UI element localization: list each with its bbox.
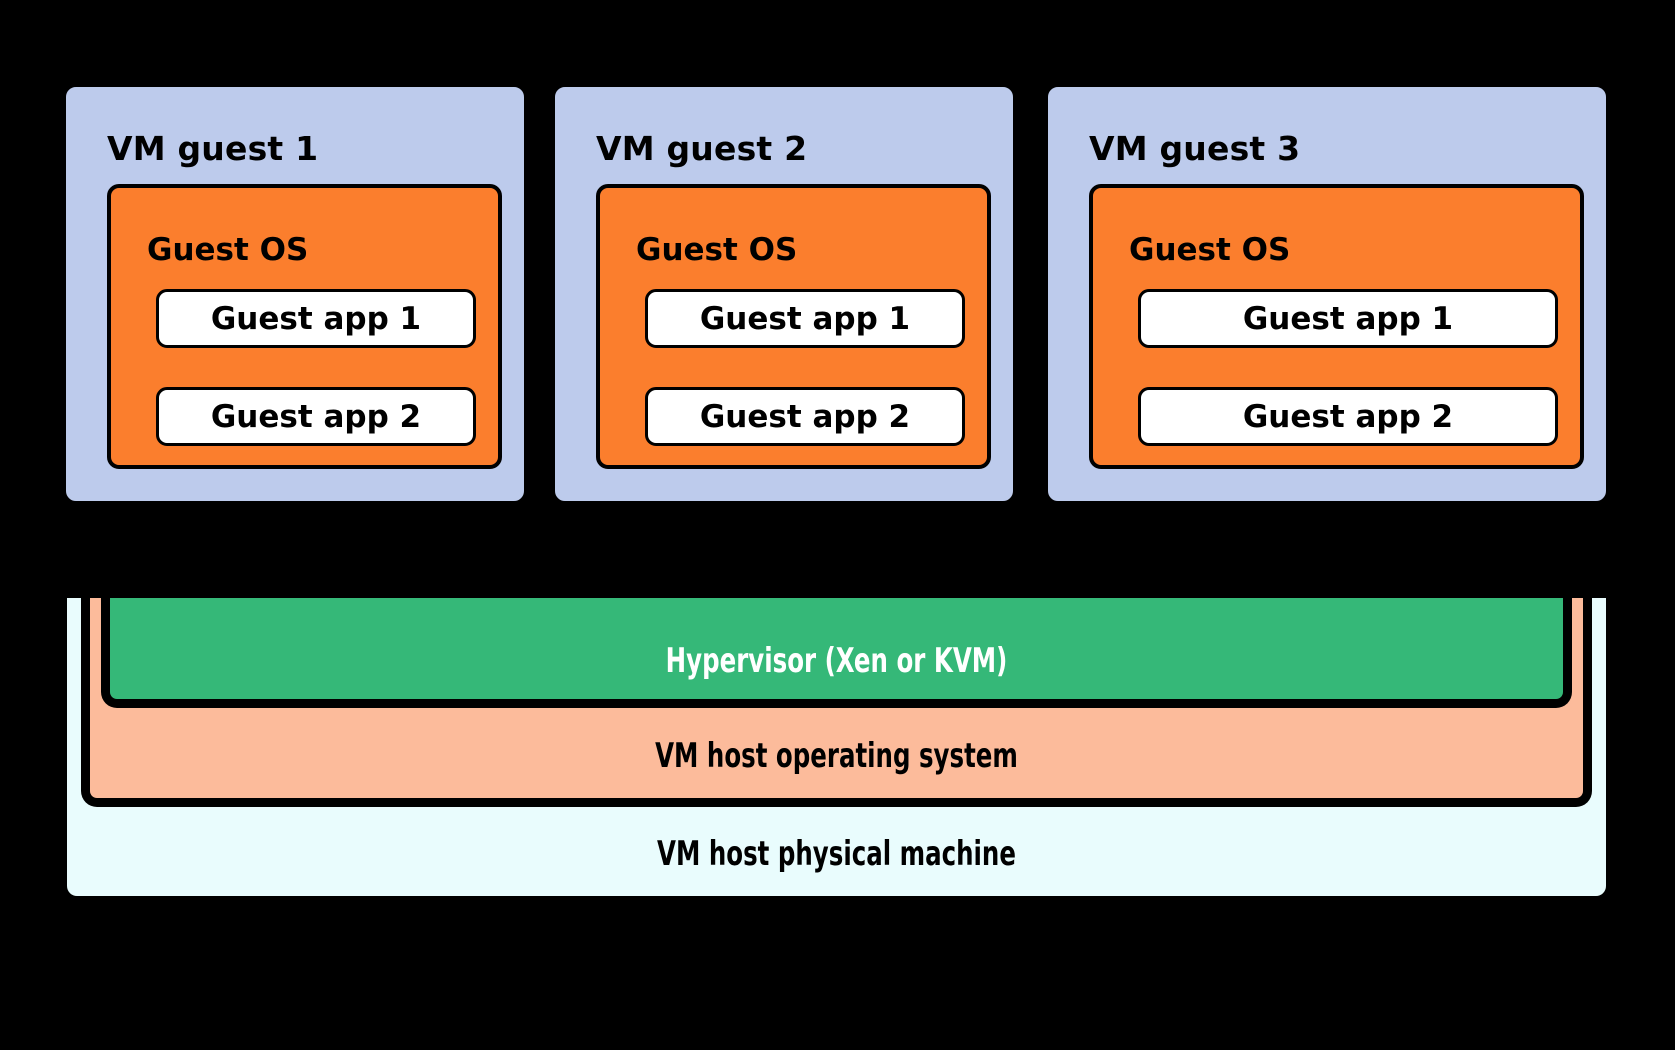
guest-app-box-1-2: Guest app 2 [156,387,476,446]
guest-os-box-2: Guest OS Guest app 1 Guest app 2 [596,184,991,469]
guest-os-title-3: Guest OS [1129,232,1291,268]
guest-os-box-1: Guest OS Guest app 1 Guest app 2 [107,184,502,469]
vm-guest-box-3: VM guest 3 Guest OS Guest app 1 Guest ap… [1044,83,1610,505]
hypervisor-label: Hypervisor (Xen or KVM) [665,641,1008,681]
guest-app-label-1-1: Guest app 1 [210,300,422,337]
host-operating-system-label: VM host operating system [655,736,1018,776]
guest-app-label-1-2: Guest app 2 [210,398,422,435]
hypervisor-box: Hypervisor (Xen or KVM) [101,598,1572,708]
guest-app-box-1-1: Guest app 1 [156,289,476,348]
guest-os-title-2: Guest OS [636,232,798,268]
vm-guest-box-1: VM guest 1 Guest OS Guest app 1 Guest ap… [62,83,528,505]
guest-app-label-2-1: Guest app 1 [699,300,911,337]
vm-guest-box-2: VM guest 2 Guest OS Guest app 1 Guest ap… [551,83,1017,505]
guest-app-box-2-2: Guest app 2 [645,387,965,446]
guest-os-title-1: Guest OS [147,232,309,268]
guest-app-box-2-1: Guest app 1 [645,289,965,348]
guest-app-label-3-2: Guest app 2 [1242,398,1454,435]
guest-app-label-2-2: Guest app 2 [699,398,911,435]
guest-app-box-3-2: Guest app 2 [1138,387,1558,446]
vm-guest-title-1: VM guest 1 [107,129,319,168]
guest-app-box-3-1: Guest app 1 [1138,289,1558,348]
host-physical-machine-label: VM host physical machine [657,834,1016,874]
guest-os-box-3: Guest OS Guest app 1 Guest app 2 [1089,184,1584,469]
vm-guest-title-2: VM guest 2 [596,129,808,168]
guest-app-label-3-1: Guest app 1 [1242,300,1454,337]
vm-guest-title-3: VM guest 3 [1089,129,1301,168]
